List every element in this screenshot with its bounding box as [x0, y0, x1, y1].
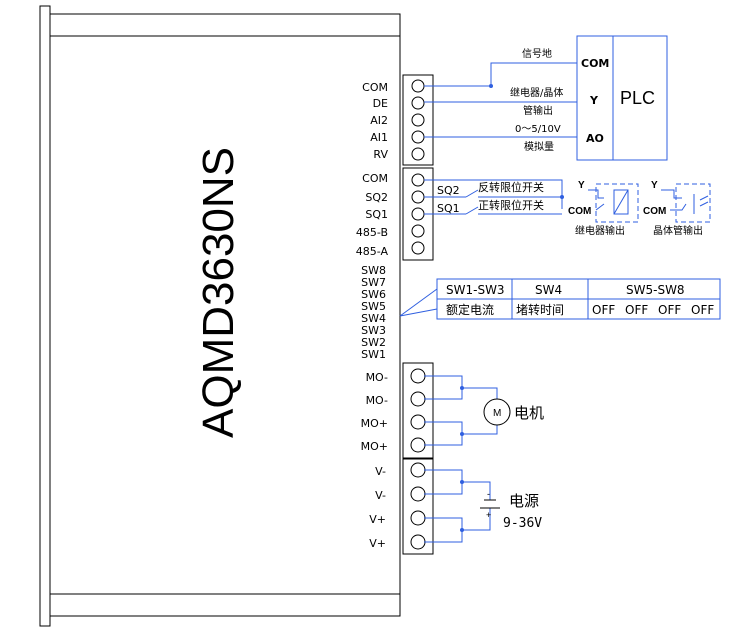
switch-table-header-sw4: SW4 [535, 283, 562, 297]
limit-sq2-id: SQ2 [437, 184, 460, 197]
motor-wires [424, 375, 511, 446]
switch-label-sw7: SW7 [361, 276, 386, 289]
transistor-output-symbol: Y COM [643, 180, 711, 223]
terminal-label-v-minus-2: V- [375, 489, 386, 502]
terminal-label-mo-plus-1: MO+ [361, 417, 388, 430]
power-label: 电源 [509, 492, 539, 510]
device-body [39, 5, 401, 627]
terminal-label-v-plus-1: V+ [369, 513, 386, 526]
terminal-block-motor [402, 362, 434, 459]
plc-pin-y: Y [589, 94, 599, 107]
relay-y-label: Y [578, 180, 585, 191]
switch-label-sw5: SW5 [361, 300, 386, 313]
terminal-label-sq1: SQ1 [365, 208, 388, 221]
power-wires [424, 469, 500, 543]
switch-table-cell-off-2: OFF [625, 303, 648, 317]
terminal-block-power [402, 458, 434, 555]
switch-table-cell-off-1: OFF [592, 303, 615, 317]
transistor-com-label: COM [643, 206, 666, 217]
terminal-label-485b: 485-B [356, 226, 388, 239]
terminal-label-com-1: COM [362, 81, 388, 94]
switch-table-pointer [399, 288, 438, 317]
terminal-label-mo-plus-2: MO+ [361, 440, 388, 453]
plc-analog-label: 模拟量 [524, 140, 554, 153]
plc-pin-ao: AO [586, 132, 604, 145]
plc-relay-label-1: 继电器/晶体 [510, 86, 563, 99]
switch-label-sw1: SW1 [361, 348, 386, 361]
switch-table-cell-rated-current: 额定电流 [446, 302, 494, 317]
switch-label-sw6: SW6 [361, 288, 386, 301]
plc-title: PLC [620, 88, 655, 108]
limit-sq1-label: 正转限位开关 [478, 198, 544, 212]
plc-signal-ground-label: 信号地 [522, 47, 552, 60]
device-model: AQMD3630NS [194, 147, 243, 438]
terminal-label-v-minus-1: V- [375, 465, 386, 478]
terminal-label-ai2: AI2 [370, 114, 388, 127]
switch-label-sw4: SW4 [361, 312, 386, 325]
plc-wires [424, 62, 577, 138]
switch-table-cell-off-4: OFF [691, 303, 714, 317]
terminal-block-1 [402, 74, 434, 166]
switch-table [436, 278, 721, 320]
terminal-label-ai1: AI1 [370, 131, 388, 144]
transistor-output-caption: 晶体管输出 [653, 224, 703, 237]
plc-block [576, 35, 668, 161]
limit-switch-wires [424, 179, 564, 215]
limit-sq2-label: 反转限位开关 [478, 180, 544, 194]
terminal-label-v-plus-2: V+ [369, 537, 386, 550]
battery-minus-sign: - [487, 489, 490, 499]
terminal-label-de: DE [373, 97, 388, 110]
battery-plus-sign: + [486, 510, 491, 520]
terminal-label-com-2: COM [362, 172, 388, 185]
transistor-y-label: Y [651, 180, 658, 191]
plc-pin-com: COM [581, 57, 609, 70]
switch-label-sw3: SW3 [361, 324, 386, 337]
plc-relay-label-2: 管输出 [523, 104, 553, 117]
switch-table-cell-stall-time: 堵转时间 [516, 302, 564, 317]
terminal-label-sq2: SQ2 [365, 191, 388, 204]
motor-label: 电机 [514, 404, 544, 422]
terminal-label-mo-minus-1: MO- [366, 371, 388, 384]
switch-table-header-sw1-sw3: SW1-SW3 [446, 283, 505, 297]
terminal-label-mo-minus-2: MO- [366, 394, 388, 407]
terminal-label-485a: 485-A [356, 245, 389, 258]
relay-com-label: COM [568, 206, 591, 217]
switch-label-sw8: SW8 [361, 264, 386, 277]
switch-table-cell-off-3: OFF [658, 303, 681, 317]
limit-sq1-id: SQ1 [437, 202, 460, 215]
relay-output-symbol: Y COM [568, 180, 639, 223]
power-range: 9-36V [503, 516, 542, 531]
terminal-label-rv: RV [373, 148, 388, 161]
relay-output-caption: 继电器输出 [575, 224, 625, 237]
switch-label-sw2: SW2 [361, 336, 386, 349]
motor-symbol: M [493, 408, 501, 419]
plc-analog-range: 0～5/10V [515, 124, 561, 135]
switch-table-header-sw5-sw8: SW5-SW8 [626, 283, 685, 297]
